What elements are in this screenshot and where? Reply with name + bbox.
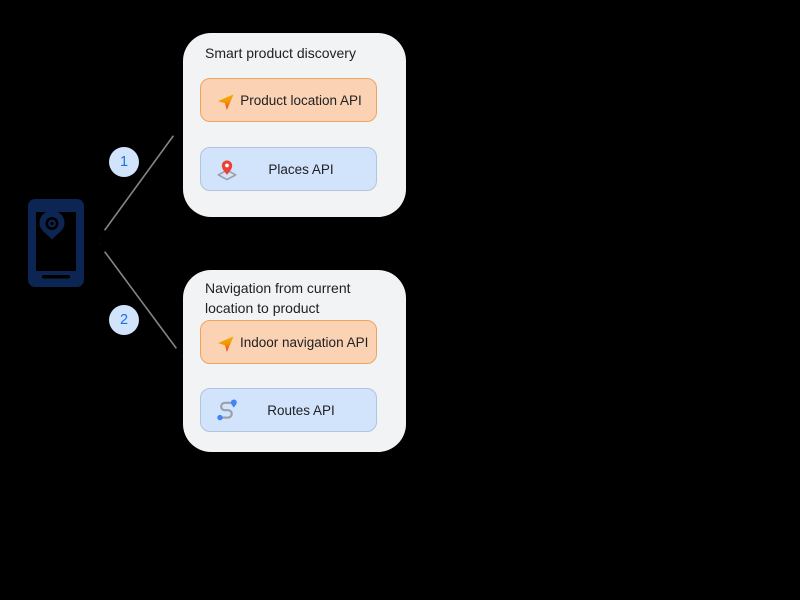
navigation-arrow-icon <box>214 87 240 113</box>
badge-number: 2 <box>119 311 129 328</box>
route-path-icon <box>214 397 240 423</box>
chip-places-api: Places API <box>200 147 377 191</box>
connector-line-1 <box>98 126 180 240</box>
group-title: Smart product discovery <box>205 45 356 61</box>
chip-indoor-navigation-api: Indoor navigation API <box>200 320 377 364</box>
chip-label: Indoor navigation API <box>240 334 369 350</box>
group-card-smart-product-discovery: Smart product discovery Product location… <box>183 33 406 217</box>
group-card-navigation: Navigation from current location to prod… <box>183 270 406 452</box>
badge-number: 1 <box>119 153 129 170</box>
map-pin-diamond-icon <box>214 156 240 182</box>
chip-label: Routes API <box>267 402 335 418</box>
group-title: Navigation from current location to prod… <box>205 280 351 316</box>
connection-badge-2: 2 <box>109 305 139 335</box>
chip-routes-api: Routes API <box>200 388 377 432</box>
chip-label: Product location API <box>240 92 362 108</box>
chip-label: Places API <box>268 161 334 177</box>
connector-line-2 <box>98 242 183 358</box>
navigation-arrow-icon <box>214 329 240 355</box>
connection-badge-1: 1 <box>109 147 139 177</box>
chip-product-location-api: Product location API <box>200 78 377 122</box>
mobile-device-pin-icon <box>28 199 84 287</box>
